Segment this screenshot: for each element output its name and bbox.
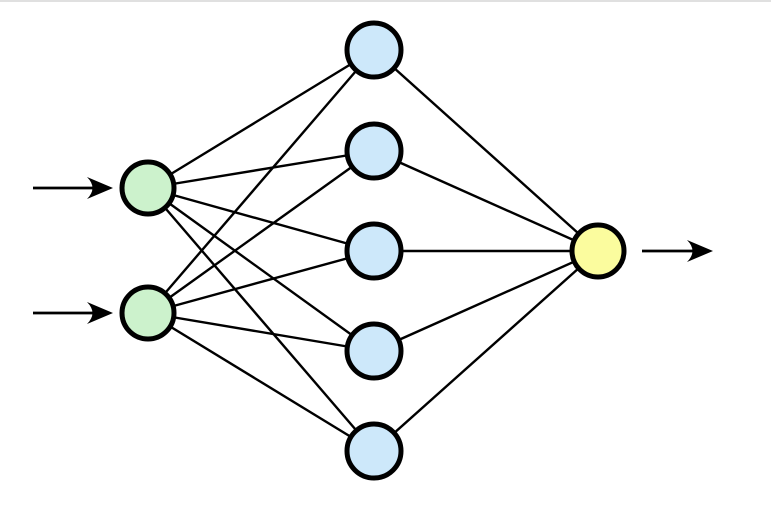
hidden-2-node [344,121,404,181]
connection-input-1-to-hidden-2 [147,149,375,190]
connection-input-2-to-hidden-2 [147,150,375,314]
connection-hidden-4-to-output-1 [373,249,599,353]
hidden-1-node [344,20,404,80]
connection-input-2-to-hidden-5 [147,311,375,453]
hidden-5-node [344,421,404,481]
output-arrow-head-icon [687,240,713,262]
input-arrow-1 [33,177,113,199]
connection-input-1-to-hidden-3 [147,186,375,253]
output-arrow [642,240,713,262]
input-arrow-2-head-icon [87,302,113,324]
input-2-node [119,284,177,342]
top-border-divider [0,0,771,2]
input-1-node [119,159,177,217]
input-arrow-2 [33,302,113,324]
connection-input-2-to-hidden-4 [147,311,375,353]
connection-hidden-2-to-output-1 [373,149,599,253]
connection-input-1-to-hidden-1 [147,48,375,190]
hidden-4-node [344,321,404,381]
input-arrow-1-head-icon [87,177,113,199]
connection-input-2-to-hidden-1 [147,49,375,314]
connection-input-2-to-hidden-3 [147,249,375,315]
connection-hidden-5-to-output-1 [373,250,599,452]
connection-input-1-to-hidden-4 [147,187,375,352]
output-1-node [569,222,627,280]
hidden-3-node [344,221,404,281]
connection-hidden-1-to-output-1 [373,49,599,252]
connection-input-1-to-hidden-5 [147,187,375,452]
